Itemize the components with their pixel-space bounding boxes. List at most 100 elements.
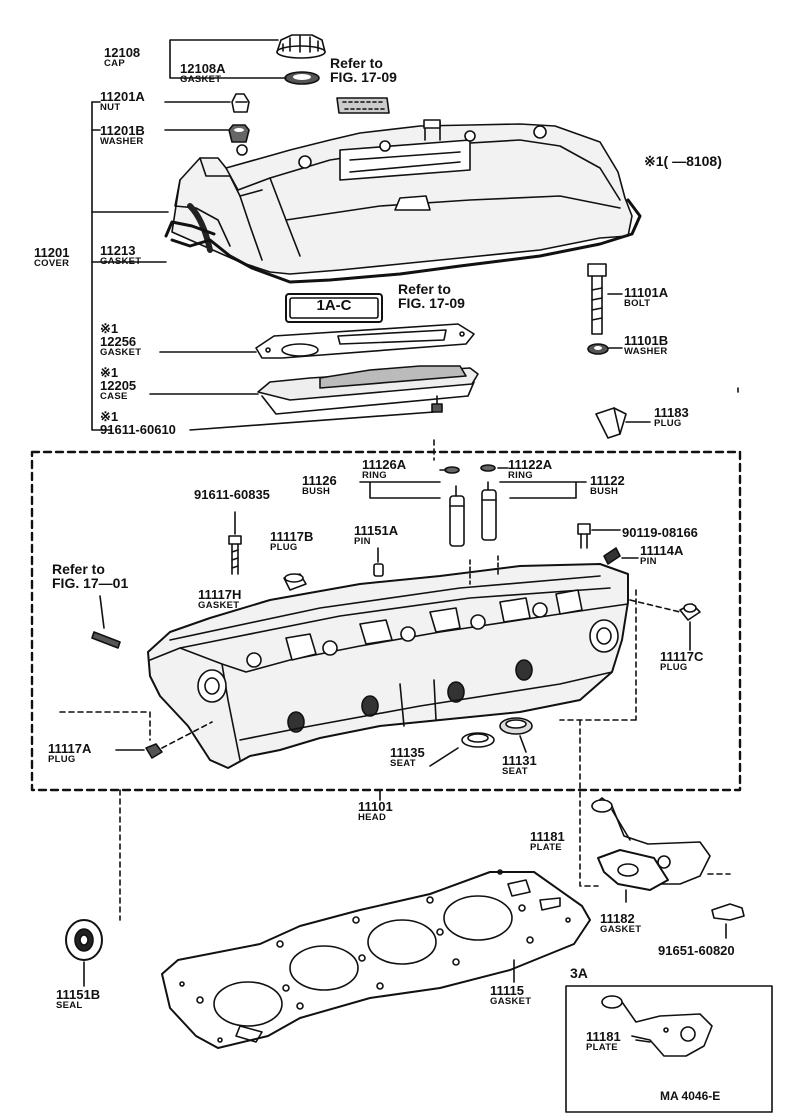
catalog-code: MA 4046-E [660, 1090, 720, 1102]
part-name: HEAD [358, 812, 387, 823]
label-11135: 11135 SEAT [390, 746, 425, 769]
part-number: 11122 [590, 473, 625, 488]
semi-circular-plug [595, 407, 627, 439]
part-name: PLATE [586, 1042, 618, 1053]
part-name: WASHER [100, 136, 144, 147]
part-number: 91651-60820 [658, 943, 735, 958]
part-name: CAP [104, 58, 125, 69]
label-11122A: 11122A RING [508, 458, 552, 481]
cylinder-head [147, 563, 629, 769]
cover-bolt-washer [587, 343, 609, 355]
ref-line2: FIG. 17—01 [52, 575, 129, 591]
part-number: 12256 [100, 334, 137, 349]
condition-note: ※1( —8108) [644, 154, 722, 170]
ref-line2: FIG. 17-09 [330, 69, 397, 85]
label-11131: 11131 SEAT [502, 754, 537, 777]
part-mark: ※1 [100, 409, 119, 424]
part-name: PIN [354, 536, 371, 547]
part-name: NUT [100, 102, 121, 113]
label-11117H: 11117H GASKET [198, 588, 241, 611]
part-number: 11151A [354, 523, 399, 538]
nameplate [285, 293, 383, 323]
part-name: GASKET [100, 347, 142, 358]
label-11101: 11101 HEAD [358, 800, 393, 823]
part-name: BUSH [302, 486, 331, 497]
cover-nut [231, 93, 250, 113]
bush-ring-b [480, 464, 496, 472]
part-name: PIN [640, 556, 657, 567]
part-name: SEAL [56, 1000, 83, 1011]
label-11201B: 11201B WASHER [100, 124, 145, 147]
part-name: PLATE [530, 842, 562, 853]
head-pin-a [603, 547, 621, 565]
cylinder-head-cover [171, 119, 633, 275]
part-name: BOLT [624, 298, 651, 309]
valve-guide-bush-in [449, 495, 465, 547]
part-number: 11117H [198, 587, 242, 602]
part-name: GASKET [100, 256, 142, 267]
label-90119-08166: 90119-08166 [622, 526, 698, 539]
part-number: 11181 [530, 829, 565, 844]
cover-bolt [587, 263, 607, 335]
label-11101A: 11101A BOLT [624, 286, 668, 309]
part-name: GASKET [600, 924, 642, 935]
part-name: PLUG [48, 754, 76, 765]
label-91651-60820: 91651-60820 [658, 944, 735, 957]
part-number: 91611-60835 [194, 487, 270, 502]
part-name: CASE [100, 391, 128, 402]
part-name: GASKET [490, 996, 532, 1007]
label-11126A: 11126A RING [362, 458, 406, 481]
part-name: COVER [34, 258, 70, 269]
part-number: 11201 [34, 245, 70, 260]
small-gasket-plate [336, 97, 390, 114]
label-12108: 12108 CAP [104, 46, 140, 69]
part-name: RING [508, 470, 533, 481]
part-name: BUSH [590, 486, 619, 497]
part-name: PLUG [270, 542, 298, 553]
head-bolt-small [577, 523, 591, 549]
part-number: 11213 [100, 243, 136, 258]
ref-line1: Refer to [330, 55, 383, 71]
part-name: GASKET [180, 74, 222, 85]
head-stud [91, 631, 121, 649]
cover-washer [228, 124, 250, 143]
part-name: PLUG [654, 418, 682, 429]
part-number: 11114A [640, 543, 684, 558]
label-11181-3A: 11181 PLATE [586, 1030, 621, 1053]
part-mark: ※1 [100, 321, 119, 336]
part-number: 12205 [100, 378, 137, 393]
label-12205: ※1 12205 CASE [100, 366, 136, 402]
part-number: 11181 [586, 1029, 621, 1044]
catalog-code-text: MA 4046-E [660, 1089, 721, 1103]
bush-ring-a [444, 466, 460, 474]
ref-line2: FIG. 17-09 [398, 295, 465, 311]
plate-bolt [711, 903, 745, 921]
nameplate-text: 1A-C [290, 298, 378, 314]
part-name: WASHER [624, 346, 668, 357]
cap-gasket [284, 71, 320, 85]
part-number: 11131 [502, 753, 537, 768]
label-11126: 11126 BUSH [302, 474, 337, 497]
label-11101B: 11101B WASHER [624, 334, 668, 357]
label-11117B: 11117B PLUG [270, 530, 313, 553]
baffle-case [257, 365, 479, 415]
label-91611-60835: 91611-60835 [194, 488, 270, 501]
label-11181: 11181 PLATE [530, 830, 565, 853]
part-number: 11135 [390, 745, 425, 760]
inset-plate [601, 995, 713, 1057]
head-plug-a [145, 743, 163, 759]
ref-fig-17-01: Refer to FIG. 17—01 [52, 562, 128, 590]
part-number: 12108A [180, 61, 226, 76]
inset-label: 3A [570, 966, 588, 980]
part-number: 11201B [100, 123, 145, 138]
part-number: 11101A [624, 285, 669, 300]
label-11201A: 11201A NUT [100, 90, 145, 113]
ref-fig-17-09-mid: Refer to FIG. 17-09 [398, 282, 465, 310]
part-number: 11183 [654, 405, 689, 420]
label-11117A: 11117A PLUG [48, 742, 91, 765]
part-number: 11151B [56, 987, 101, 1002]
water-outlet-plate [591, 797, 711, 885]
part-number: 11126 [302, 473, 337, 488]
label-11201: 11201 COVER [34, 246, 69, 269]
